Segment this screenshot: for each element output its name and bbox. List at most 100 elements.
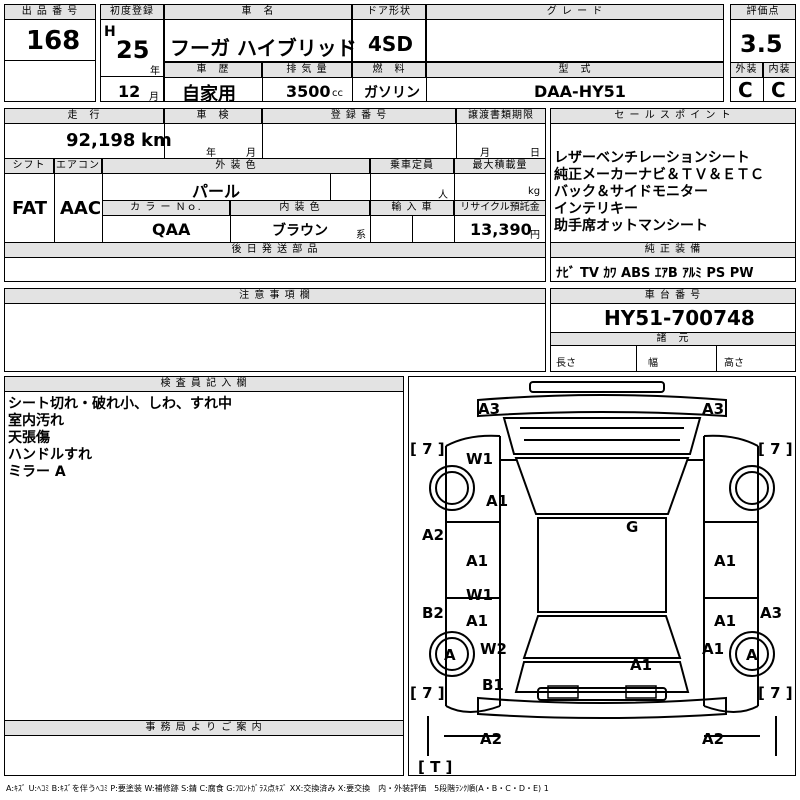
dim-length: 長さ: [556, 358, 576, 369]
recycle-label: リサイクル預託金: [454, 200, 546, 216]
damage-code: A1: [630, 656, 653, 674]
damage-code: G: [626, 518, 639, 536]
later-label: 後 日 発 送 部 品: [4, 242, 546, 258]
damage-code: A1: [466, 612, 489, 630]
reg-year: 25: [116, 36, 150, 64]
sales-point: 純正メーカーナビ＆ＴＶ＆ＥＴＣ: [554, 167, 764, 183]
intcolor-unit: 系: [356, 230, 366, 241]
regno-label: 登 録 番 号: [262, 108, 456, 124]
damage-code: A: [444, 646, 456, 664]
mileage-unit: km: [141, 130, 172, 151]
disp-label: 排 気 量: [262, 62, 352, 78]
damage-code: W2: [480, 640, 507, 658]
sales-label: セ ー ル ス ポ イ ン ト: [550, 108, 796, 124]
chassis-number: HY51-700748: [604, 306, 755, 330]
dim-height: 高さ: [724, 358, 744, 369]
history-label: 車 歴: [164, 62, 262, 78]
ac-value: AAC: [60, 198, 102, 219]
mileage-label: 走 行: [4, 108, 164, 124]
name-label: 車 名: [164, 4, 352, 20]
transfer-month: 月: [480, 148, 490, 159]
shift-value: FAT: [12, 198, 48, 219]
equip-list: ﾅﾋﾞ TV ｶﾜ ABS ｴｱB ｱﾙﾐ PS PW: [556, 266, 754, 281]
sales-point: バック＆サイドモニター: [554, 184, 708, 200]
cap-label: 乗車定員: [370, 158, 454, 174]
ext-grade: C: [738, 78, 753, 102]
import-label: 輸 入 車: [370, 200, 454, 216]
fuel-value: ガソリン: [364, 85, 420, 101]
shift-label: シフト: [4, 158, 54, 174]
ext-label: 外装: [730, 62, 763, 78]
dim-width: 幅: [648, 358, 658, 369]
damage-code: [ T ]: [418, 758, 453, 776]
reg-month-unit: 月: [149, 92, 159, 103]
lot-label: 出 品 番 号: [4, 4, 96, 20]
dims-label: 諸 元: [550, 332, 796, 346]
intcolor-label: 内 装 色: [230, 200, 370, 216]
reg-era: H: [104, 24, 116, 40]
model-value: DAA-HY51: [534, 82, 626, 101]
color-value: パール: [192, 182, 241, 201]
colorno-value: QAA: [152, 220, 191, 239]
damage-code: [ 7 ]: [410, 684, 445, 702]
sales-point: 助手席オットマンシート: [554, 218, 708, 234]
inspector-line: 室内汚れ: [8, 413, 64, 429]
history-value: 自家用: [182, 84, 236, 105]
reg-month: 12: [118, 82, 141, 101]
ac-label: エアコン: [54, 158, 102, 174]
fuel-label: 燃 料: [352, 62, 426, 78]
damage-code: [ 7 ]: [758, 440, 793, 458]
damage-code: [ 7 ]: [410, 440, 445, 458]
car-name: フーガ ハイブリッド: [170, 36, 357, 60]
damage-code: A1: [714, 612, 737, 630]
sales-point: インテリキー: [554, 201, 638, 217]
damage-code: A1: [702, 640, 725, 658]
damage-code: A1: [466, 552, 489, 570]
inspect-month: 月: [246, 148, 256, 159]
grade-label: グ レ ー ド: [426, 4, 724, 20]
recycle-unit: 円: [530, 230, 540, 241]
score-label: 評価点: [730, 4, 796, 20]
damage-code: A2: [702, 730, 725, 748]
inspect-year: 年: [206, 148, 216, 159]
damage-code: A2: [480, 730, 503, 748]
reg-label: 初度登録: [100, 4, 164, 20]
inspector-lines: シート切れ・破れ小、しわ、すれ中 室内汚れ 天張傷 ハンドルすれ ミラー A: [8, 396, 232, 481]
sales-point: レザーベンチレーションシート: [554, 150, 750, 166]
damage-code: A3: [760, 604, 783, 622]
equip-label: 純 正 装 備: [550, 242, 796, 258]
disp-value: 3500: [286, 82, 331, 101]
car-body-diagram: [427, 381, 777, 756]
legend-text: A:ｷｽﾞ U:ﾍｺﾐ B:ｷｽﾞを伴うﾍｺﾐ P:要塗装 W:補修跡 S:錆 …: [6, 784, 549, 793]
damage-code: B1: [482, 676, 504, 694]
colorno-label: カ ラ ー Ｎｏ.: [102, 200, 230, 216]
damage-code: [ 7 ]: [758, 684, 793, 702]
notes-label: 注 意 事 項 欄: [4, 288, 546, 304]
inspector-line: 天張傷: [8, 430, 50, 446]
door-value: 4SD: [368, 32, 413, 56]
inspector-line: シート切れ・破れ小、しわ、すれ中: [8, 396, 232, 412]
damage-code: A3: [478, 400, 501, 418]
recycle-value: 13,390: [470, 220, 532, 239]
sales-points: レザーベンチレーションシート 純正メーカーナビ＆ＴＶ＆ＥＴＣ バック＆サイドモニ…: [554, 150, 764, 235]
disp-unit: cc: [332, 88, 343, 99]
diagram-box: [408, 376, 796, 776]
transfer-label: 譲渡書類期限: [456, 108, 546, 124]
inspector-label: 検 査 員 記 入 欄: [4, 376, 404, 392]
int-grade: C: [771, 78, 786, 102]
reg-year-unit: 年: [150, 66, 160, 77]
damage-code: A: [746, 646, 758, 664]
door-label: ドア形状: [352, 4, 426, 20]
mileage-value: 92,198: [66, 130, 136, 151]
office-label: 事 務 局 よ り ご 案 内: [4, 720, 404, 736]
lot-number: 168: [26, 26, 81, 56]
damage-code: W1: [466, 450, 493, 468]
inspector-line: ハンドルすれ: [8, 447, 92, 463]
score-value: 3.5: [740, 30, 783, 58]
inspect-label: 車 検: [164, 108, 262, 124]
inspector-line: ミラー A: [8, 464, 66, 480]
model-label: 型 式: [426, 62, 724, 78]
damage-code: A1: [486, 492, 509, 510]
damage-code: W1: [466, 586, 493, 604]
damage-code: A1: [714, 552, 737, 570]
